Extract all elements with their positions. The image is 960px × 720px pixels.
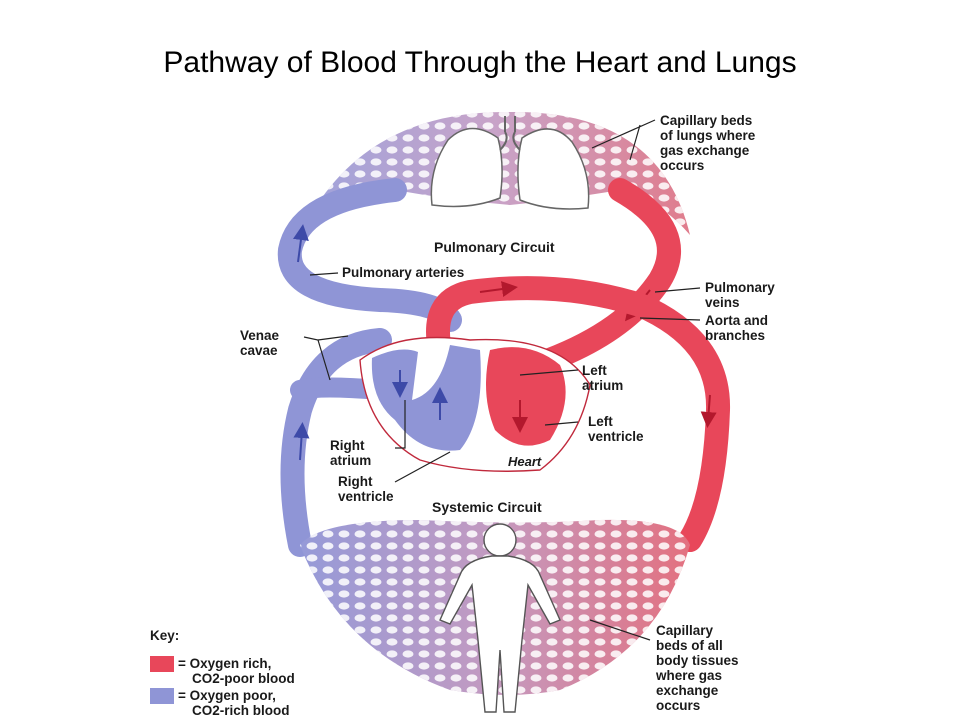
legend-oxygen-poor-label: = Oxygen poor, CO2-rich blood bbox=[178, 688, 290, 718]
legend-swatch-oxygen-rich bbox=[150, 656, 174, 672]
pulmonary-veins-label: Pulmonary veins bbox=[705, 280, 779, 310]
pulmonary-arteries-label: Pulmonary arteries bbox=[342, 265, 464, 280]
left-heart-chambers bbox=[486, 347, 566, 446]
legend-swatch-oxygen-poor bbox=[150, 688, 174, 704]
heart bbox=[359, 336, 591, 472]
page-title: Pathway of Blood Through the Heart and L… bbox=[163, 46, 797, 79]
leader-lines bbox=[303, 119, 701, 641]
systemic-circuit-label: Systemic Circuit bbox=[432, 499, 542, 515]
left-atrium-label: Left atrium bbox=[582, 363, 623, 393]
human-body-icon bbox=[439, 523, 561, 713]
heart-label: Heart bbox=[508, 454, 542, 469]
lungs-icon bbox=[430, 116, 590, 210]
right-atrium-label: Right atrium bbox=[330, 438, 371, 468]
body-capillaries-label: Capillary beds of all body tissues where… bbox=[655, 623, 742, 713]
aorta-label: Aorta and branches bbox=[705, 313, 772, 343]
pulmonary-circuit-label: Pulmonary Circuit bbox=[434, 239, 555, 255]
pulmonary-arteries-vessel bbox=[277, 178, 462, 332]
venae-cavae-label: Venae cavae bbox=[240, 328, 283, 358]
right-ventricle-label: Right ventricle bbox=[338, 474, 394, 504]
legend: Key: = Oxygen rich, CO2-poor blood = Oxy… bbox=[150, 628, 295, 718]
legend-oxygen-rich-label: = Oxygen rich, CO2-poor blood bbox=[178, 656, 295, 686]
legend-title: Key: bbox=[150, 628, 179, 643]
left-ventricle-label: Left ventricle bbox=[588, 414, 644, 444]
lung-capillaries-label: Capillary beds of lungs where gas exchan… bbox=[660, 113, 759, 173]
